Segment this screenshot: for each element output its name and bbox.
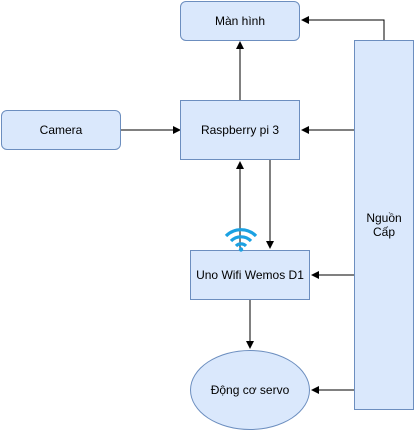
node-camera-label: Camera <box>39 123 83 137</box>
node-camera: Camera <box>1 110 121 150</box>
node-power-label: Nguồn Cấp <box>366 211 402 239</box>
edge-power-to-screen <box>301 16 385 40</box>
node-screen: Màn hình <box>180 1 300 41</box>
node-power: Nguồn Cấp <box>354 40 414 410</box>
node-servo-label: Động cơ servo <box>210 383 290 397</box>
wifi-icon <box>224 228 258 252</box>
node-raspberry: Raspberry pi 3 <box>180 100 300 160</box>
node-wemos: Uno Wifi Wemos D1 <box>190 250 310 300</box>
node-servo: Động cơ servo <box>190 350 310 430</box>
node-wemos-label: Uno Wifi Wemos D1 <box>196 268 304 282</box>
node-raspberry-label: Raspberry pi 3 <box>200 123 280 137</box>
node-screen-label: Màn hình <box>214 14 266 28</box>
